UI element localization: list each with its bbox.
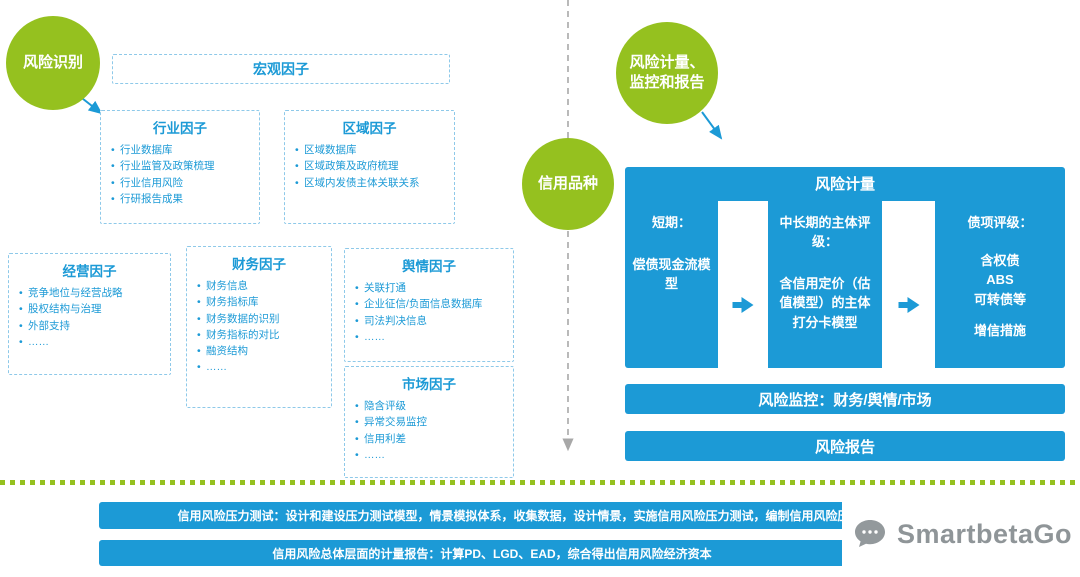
factor-item: 财务数据的识别 (195, 311, 325, 328)
factor-item: …… (17, 334, 164, 351)
mid-long-term-body: 含信用定价（估值模型）的主体打分卡模型 (779, 275, 871, 330)
sentiment-factor-box: 舆情因子 关联打通企业征信/负面信息数据库司法判决信息…… (344, 248, 514, 362)
operating-factor-box: 经营因子 竞争地位与经营战略股权结构与治理外部支持…… (8, 253, 171, 375)
short-term-body: 偿债现金流模型 (632, 256, 711, 292)
factor-item: 财务信息 (195, 278, 325, 295)
factor-item: 竞争地位与经营战略 (17, 285, 164, 302)
financial-factor-title: 财务因子 (232, 257, 286, 272)
factor-item: 关联打通 (353, 280, 507, 297)
factor-item: …… (353, 329, 507, 346)
panel-gap-2 (882, 201, 935, 368)
flow-arrow-stem (898, 302, 907, 308)
bond-rating-header: 债项评级： (967, 215, 1033, 230)
mid-long-term-header: 中长期的主体评级： (779, 215, 871, 249)
stress-test-bar: 信用风险压力测试：设计和建设压力测试模型，情景模拟体系，收集数据，设计情景，实施… (99, 502, 988, 529)
factor-item: 区域政策及政府梳理 (293, 158, 448, 175)
dotted-separator (0, 480, 1080, 485)
logo-text: SmartbetaGo (897, 518, 1073, 549)
bond-rating-column: 债项评级： 含权债 ABS 可转债等 增信措施 (935, 201, 1065, 368)
factor-item: 行业数据库 (109, 142, 253, 159)
factor-item: …… (353, 447, 507, 464)
risk-measurement-panel: 风险计量 短期： 偿债现金流模型 中长期的主体评级： 含信用定价（估值模型）的主… (625, 167, 1065, 368)
factor-item: 企业征信/负面信息数据库 (353, 296, 507, 313)
factor-item: 信用利差 (353, 431, 507, 448)
flow-arrow-icon (732, 297, 754, 313)
risk-report-label: 风险报告 (814, 438, 875, 456)
factor-item: 财务指标库 (195, 294, 325, 311)
factor-item: 外部支持 (17, 318, 164, 335)
region-factor-title: 区域因子 (342, 121, 397, 136)
credit-product-label: 信用品种 (537, 174, 598, 192)
summary-report-bar: 信用风险总体层面的计量报告：计算PD、LGD、EAD，综合得出信用风险经济资本 (99, 540, 885, 566)
industry-factor-box: 行业因子 行业数据库行业监管及政策梳理行业信用风险行研报告成果 (100, 110, 260, 224)
factor-item: 司法判决信息 (353, 313, 507, 330)
risk-measurement-label: 风险计量、监控和报告 (629, 53, 705, 91)
risk-monitoring-bar: 风险监控：财务/舆情/市场 (625, 384, 1065, 414)
risk-monitoring-label: 风险监控：财务/舆情/市场 (758, 391, 932, 409)
industry-factor-title: 行业因子 (153, 121, 207, 136)
financial-factor-box: 财务因子 财务信息财务指标库财务数据的识别财务指标的对比融资结构…… (186, 246, 332, 408)
short-term-column: 短期： 偿债现金流模型 (625, 201, 718, 368)
risk-report-bar: 风险报告 (625, 431, 1065, 461)
macro-factor-box: 宏观因子 (112, 54, 450, 84)
operating-factor-title: 经营因子 (62, 264, 117, 279)
smartbetago-logo: SmartbetaGo (842, 498, 1080, 570)
sentiment-factor-list: 关联打通企业征信/负面信息数据库司法判决信息…… (353, 280, 507, 345)
factor-item: …… (195, 359, 325, 376)
sentiment-factor-title: 舆情因子 (402, 259, 456, 274)
factor-item: 区域内发债主体关联关系 (293, 175, 448, 192)
short-term-header: 短期： (651, 215, 691, 230)
factor-item: 融资结构 (195, 343, 325, 360)
flow-arrow-stem (732, 302, 742, 308)
mid-long-term-column: 中长期的主体评级： 含信用定价（估值模型）的主体打分卡模型 (768, 201, 882, 368)
flow-arrow-head (907, 297, 919, 313)
factor-item: 行研报告成果 (109, 191, 253, 208)
speech-bubble-icon (855, 520, 885, 547)
factor-item: 行业监管及政策梳理 (109, 158, 253, 175)
bond-rating-body: 含权债 ABS 可转债等 (973, 252, 1026, 307)
region-factor-box: 区域因子 区域数据库区域政策及政府梳理区域内发债主体关联关系 (284, 110, 455, 224)
industry-factor-list: 行业数据库行业监管及政策梳理行业信用风险行研报告成果 (109, 142, 253, 207)
operating-factor-list: 竞争地位与经营战略股权结构与治理外部支持…… (17, 285, 164, 350)
risk-measurement-badge: 风险计量、监控和报告 (616, 22, 718, 124)
market-factor-title: 市场因子 (402, 377, 456, 392)
factor-item: 行业信用风险 (109, 175, 253, 192)
flow-arrow-head (741, 297, 754, 313)
risk-identification-badge: 风险识别 (6, 16, 100, 110)
factor-item: 隐含评级 (353, 398, 507, 415)
summary-report-label: 信用风险总体层面的计量报告：计算PD、LGD、EAD，综合得出信用风险经济资本 (272, 546, 712, 561)
market-factor-box: 市场因子 隐含评级异常交易监控信用利差…… (344, 366, 514, 478)
market-factor-list: 隐含评级异常交易监控信用利差…… (353, 398, 507, 463)
factor-item: 异常交易监控 (353, 414, 507, 431)
credit-product-badge: 信用品种 (522, 138, 614, 230)
factor-item: 股权结构与治理 (17, 301, 164, 318)
bond-rating-footer: 增信措施 (973, 323, 1026, 339)
flow-arrow-icon (898, 297, 919, 313)
stress-test-label: 信用风险压力测试：设计和建设压力测试模型，情景模拟体系，收集数据，设计情景，实施… (177, 509, 910, 523)
region-factor-list: 区域数据库区域政策及政府梳理区域内发债主体关联关系 (293, 142, 448, 191)
factor-item: 财务指标的对比 (195, 327, 325, 344)
risk-identification-label: 风险识别 (22, 53, 83, 71)
macro-factor-title: 宏观因子 (253, 61, 309, 77)
financial-factor-list: 财务信息财务指标库财务数据的识别财务指标的对比融资结构…… (195, 278, 325, 376)
panel-gap-1 (718, 201, 768, 368)
measurement-arrow (701, 111, 723, 140)
risk-measurement-panel-title: 风险计量 (814, 176, 875, 193)
factor-item: 区域数据库 (293, 142, 448, 159)
